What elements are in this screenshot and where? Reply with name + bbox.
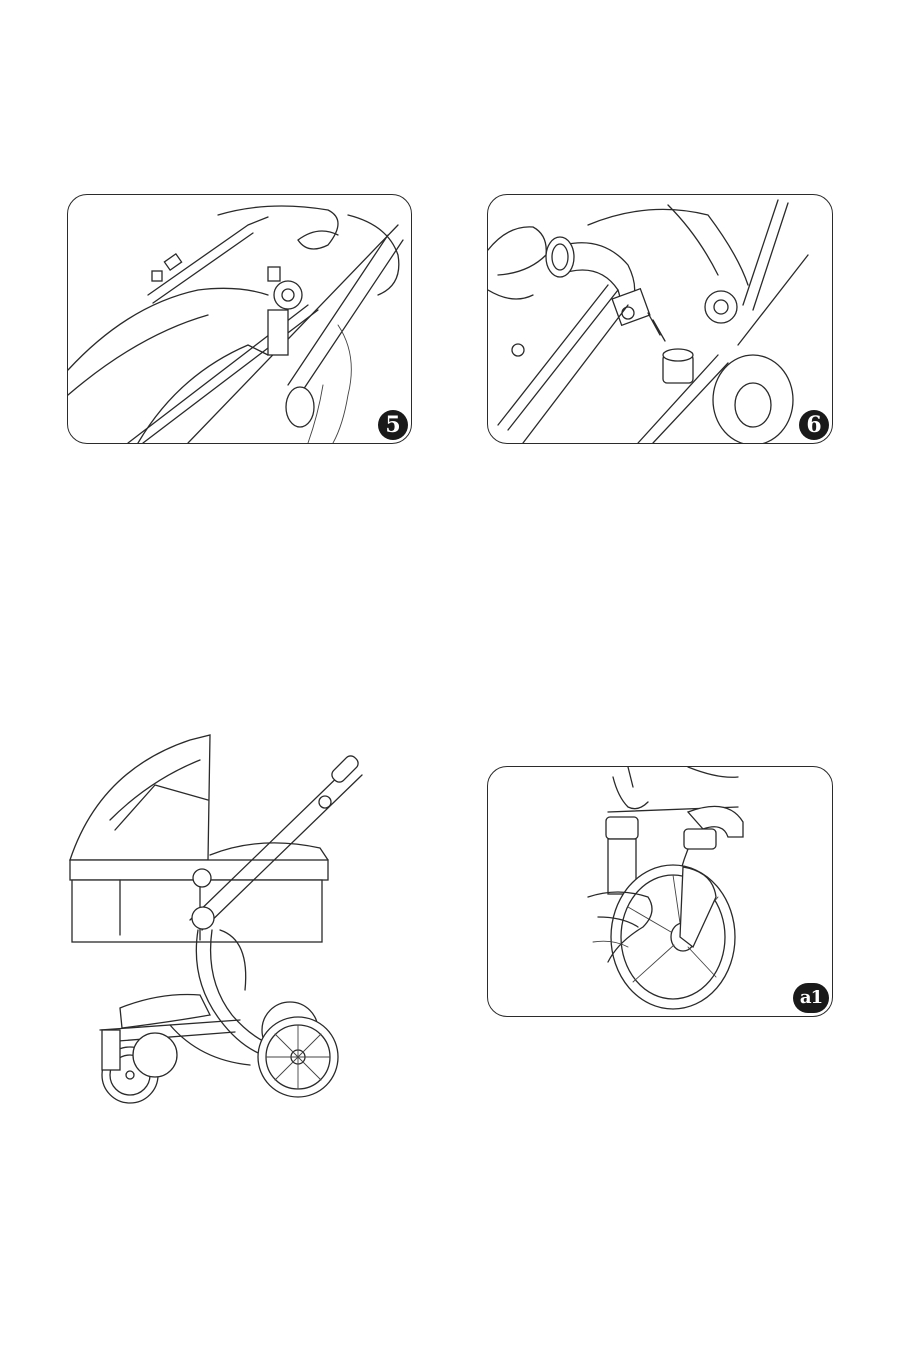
stroller-with-carrycot-illustration	[60, 730, 380, 1115]
step-number-badge: a1	[793, 983, 829, 1013]
step-number-badge: 6	[799, 410, 829, 440]
figure-step-5: 5	[67, 194, 412, 444]
stroller-frame-latch-illustration	[68, 195, 411, 443]
figure-step-6: 6	[487, 194, 833, 444]
handlebar-joint-illustration	[488, 195, 832, 443]
front-wheel-illustration	[488, 767, 832, 1016]
step-number-badge: 5	[378, 410, 408, 440]
figure-step-a1: a1	[487, 766, 833, 1017]
